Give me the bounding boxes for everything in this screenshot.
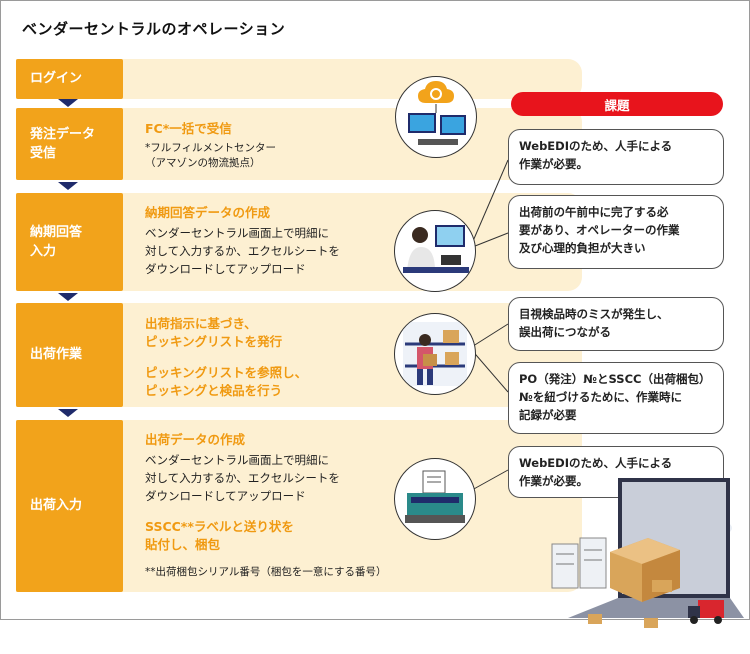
order-heading: FC*一括で受信	[145, 121, 232, 136]
step-arrow	[58, 99, 78, 107]
logistics-laptop-icon	[551, 478, 744, 628]
delivery-heading: 納期回答データの作成	[145, 205, 271, 220]
step-arrow	[58, 409, 78, 417]
issue-3: 目視検品時のミスが発生し、 誤出荷につながる	[508, 297, 724, 351]
page-title: ベンダーセントラルのオペレーション	[22, 20, 286, 38]
issue-1: WebEDIのため、人手による 作業が必要。	[508, 129, 724, 185]
shipping-input-text: ベンダーセントラル画面上で明細に 対して入力するか、エクセルシートを ダウンロー…	[145, 453, 340, 503]
shipping-input-heading-2: SSCC**ラベルと送り状を 貼付し、梱包	[145, 519, 294, 553]
issue-2: 出荷前の午前中に完了する必 要があり、オペレーターの作業 及び心理的負担が大きい	[508, 195, 724, 269]
step-shipping-input: 出荷入力	[16, 420, 123, 592]
step-arrow	[58, 293, 78, 301]
step-order-receive: 発注データ 受信	[16, 108, 123, 180]
shipping-work-heading-2: ピッキングリストを参照し、 ピッキングと検品を行う	[145, 365, 308, 399]
cloud-computer-icon	[395, 76, 477, 158]
operator-desk-icon	[394, 210, 476, 292]
step-shipping-work: 出荷作業	[16, 303, 123, 407]
issues-header: 課題	[511, 92, 723, 116]
shipping-input-heading: 出荷データの作成	[145, 432, 246, 447]
shipping-input-note: **出荷梱包シリアル番号（梱包を一意にする番号）	[145, 566, 387, 578]
issue-4: PO（発注）№とSSCC（出荷梱包） №を紐づけるために、作業時に 記録が必要	[508, 362, 724, 434]
step-delivery-answer: 納期回答 入力	[16, 193, 123, 291]
label-printer-icon	[394, 458, 476, 540]
warehouse-worker-icon	[394, 313, 476, 395]
delivery-text: ベンダーセントラル画面上で明細に 対して入力するか、エクセルシートを ダウンロー…	[145, 226, 340, 276]
shipping-work-heading-1: 出荷指示に基づき、 ピッキングリストを発行	[145, 316, 283, 350]
issue-5: WebEDIのため、人手による 作業が必要。	[508, 446, 724, 498]
step-arrow	[58, 182, 78, 190]
step-login: ログイン	[16, 59, 123, 99]
order-note: *フルフィルメントセンター （アマゾンの物流拠点）	[145, 142, 277, 170]
